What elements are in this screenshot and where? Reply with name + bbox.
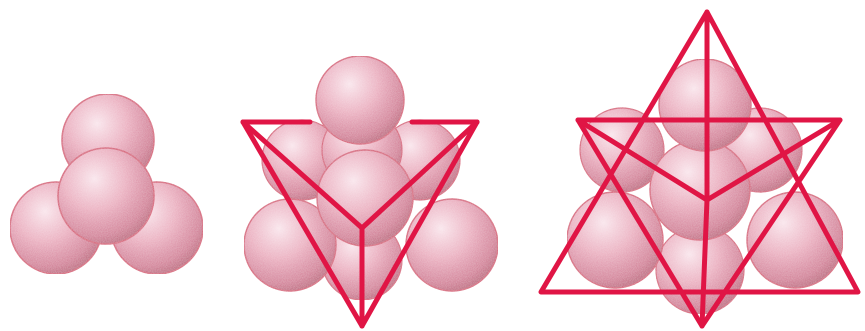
sphere <box>406 199 498 291</box>
figure-cluster-4 <box>10 94 203 274</box>
sphere <box>316 56 404 144</box>
sphere <box>58 148 154 244</box>
figure-cluster-14-large <box>541 12 858 326</box>
figure-cluster-14-small <box>243 56 498 326</box>
sphere <box>650 140 750 240</box>
